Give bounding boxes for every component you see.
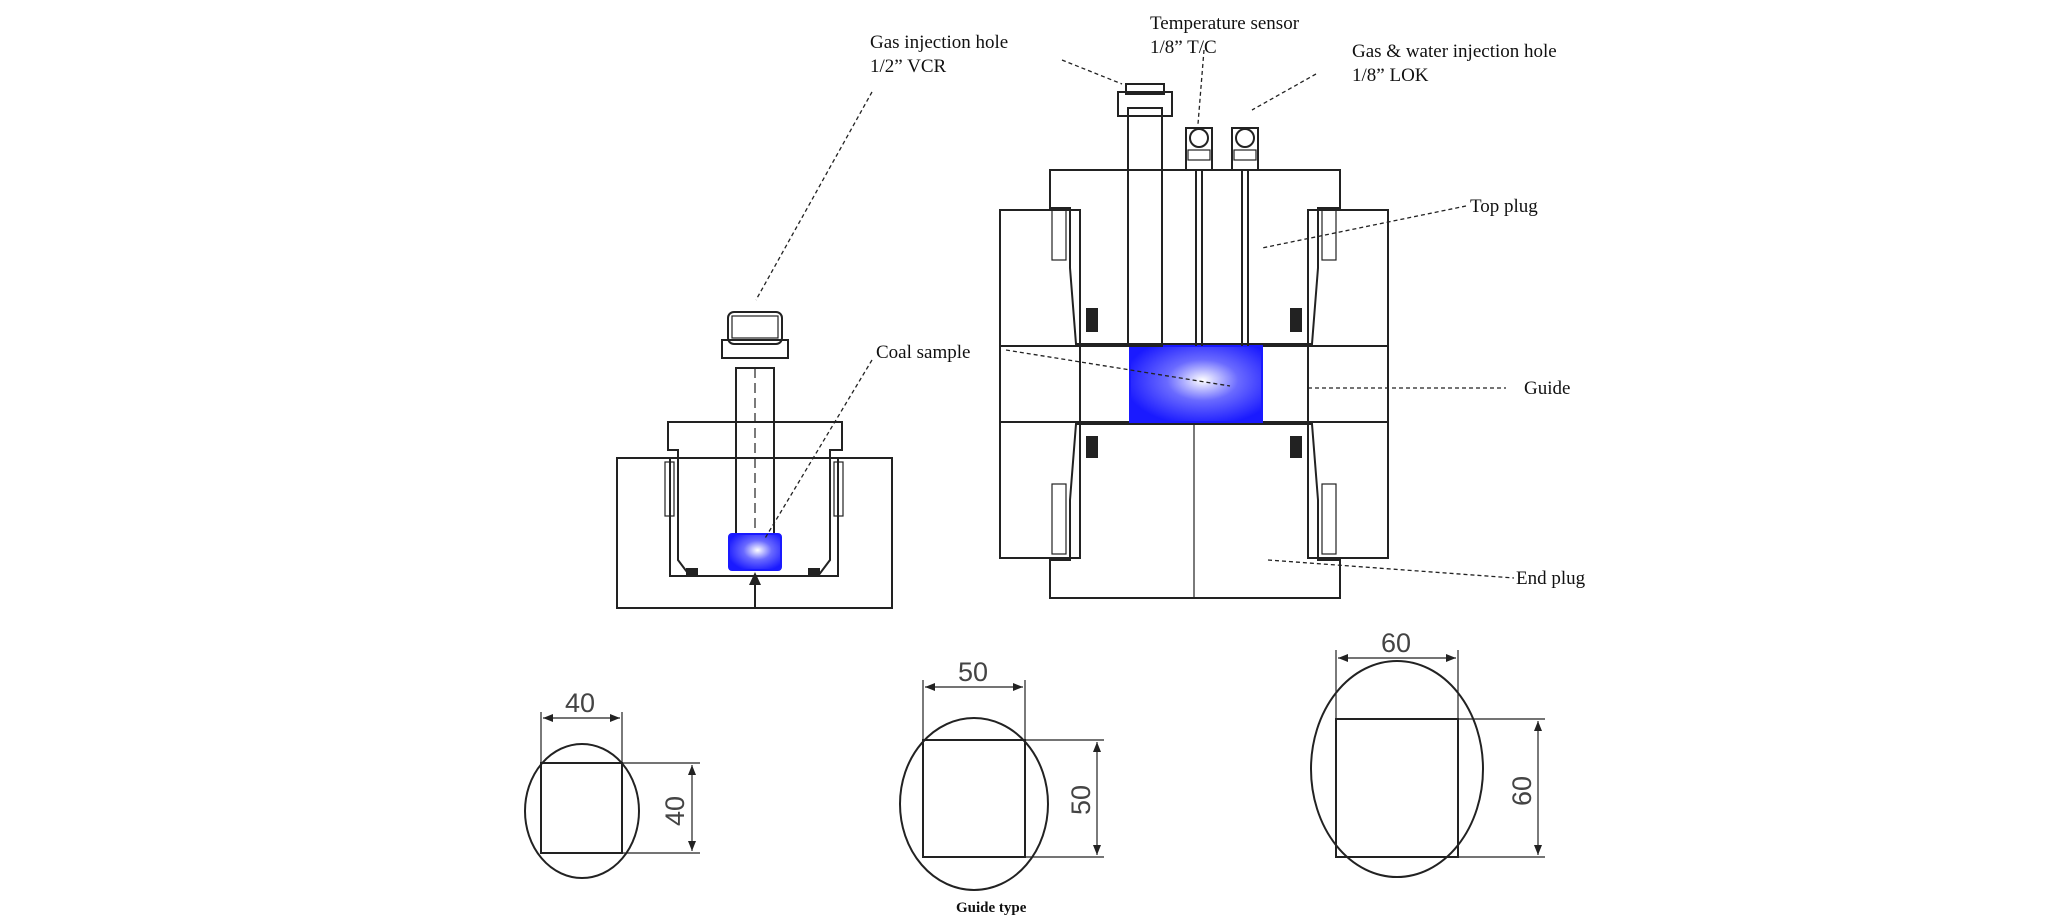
large-cell xyxy=(999,83,1389,599)
guide-40-width: 40 xyxy=(565,688,595,718)
gas-injection-hole-spec: 1/2” VCR xyxy=(870,56,947,77)
guide-60-height: 60 xyxy=(1507,776,1537,806)
guide-type-60: 60 60 xyxy=(1310,628,1545,878)
top-plug-label: Top plug xyxy=(1470,196,1538,217)
large-cell-outer-right xyxy=(1307,209,1389,559)
guide-type-40: 40 40 xyxy=(524,688,700,879)
gas-water-injection-hole-label: Gas & water injection hole xyxy=(1352,41,1557,62)
guide-50-width: 50 xyxy=(958,657,988,687)
small-cell-coal-sample xyxy=(728,533,782,571)
temperature-sensor-spec: 1/8” T/C xyxy=(1150,37,1217,58)
large-cell-guide-left xyxy=(1079,345,1131,423)
coal-sample-label: Coal sample xyxy=(876,342,970,363)
large-cell-outer-left xyxy=(999,209,1081,559)
guide-type-caption: Guide type xyxy=(956,900,1027,916)
guide-type-50: 50 50 xyxy=(899,657,1104,891)
small-cell-slot-right xyxy=(833,461,844,517)
small-cell-recess xyxy=(669,457,839,577)
gas-injection-hole-label: Gas injection hole xyxy=(870,32,1008,53)
large-cell-top-plug xyxy=(1049,169,1341,345)
small-cell-nut-base xyxy=(721,339,789,359)
guide-label: Guide xyxy=(1524,378,1570,399)
temperature-sensor-label: Temperature sensor xyxy=(1150,13,1300,34)
small-cell xyxy=(616,311,893,609)
large-cell-gas-tube xyxy=(1127,107,1163,347)
guide-50-height: 50 xyxy=(1066,785,1096,815)
large-cell-gas-nut xyxy=(1117,91,1173,117)
small-cell-nut xyxy=(727,311,783,345)
guide-60-width: 60 xyxy=(1381,628,1411,658)
guide-40-height: 40 xyxy=(660,796,690,826)
gas-water-injection-hole-spec: 1/8” LOK xyxy=(1352,65,1429,86)
leader-lines xyxy=(755,49,1515,579)
end-plug-label: End plug xyxy=(1516,568,1586,589)
large-cell-guide-right xyxy=(1261,345,1309,423)
large-cell-end-plug xyxy=(1049,423,1341,599)
large-cell-coal-sample xyxy=(1129,345,1263,423)
small-cell-slot-left xyxy=(664,461,675,517)
